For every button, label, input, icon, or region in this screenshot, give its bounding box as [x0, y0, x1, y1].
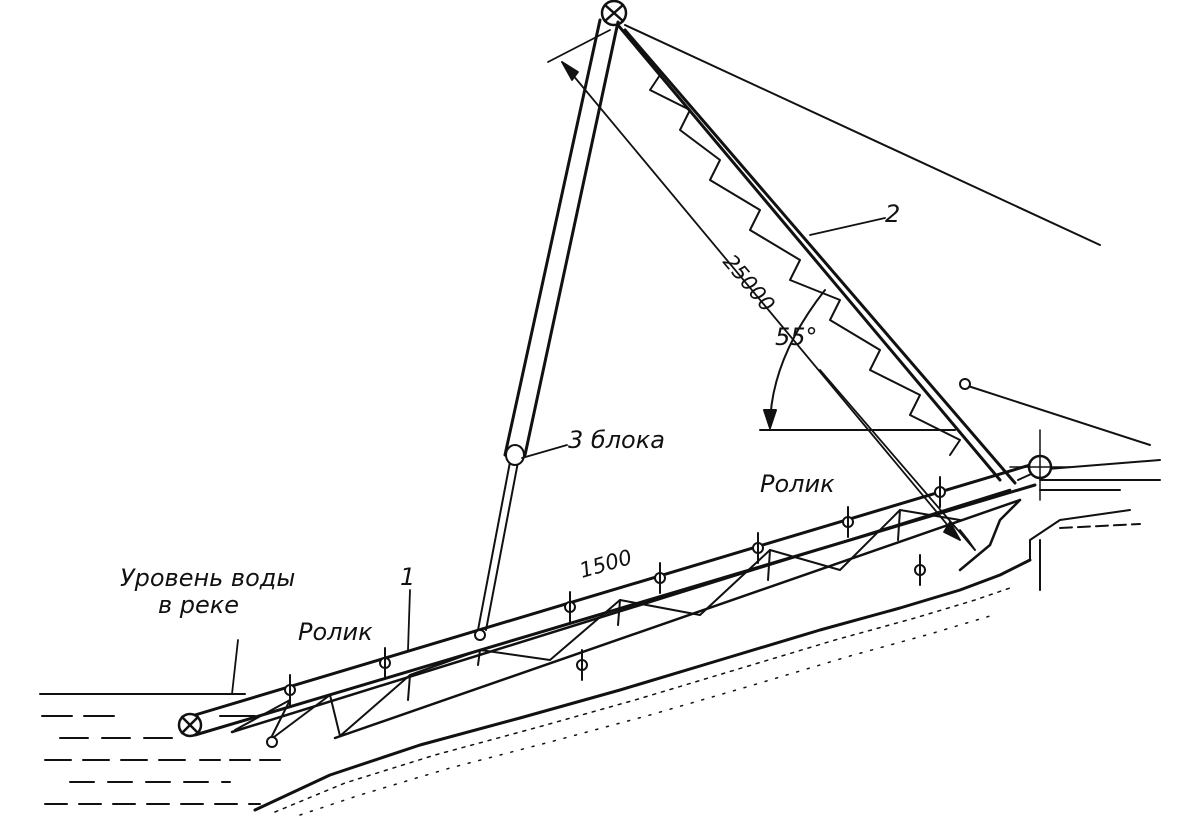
- label-dimension-1500: 1500: [577, 545, 635, 583]
- river-bank: [253, 509, 1141, 816]
- conveyor-truss: [183, 459, 1161, 741]
- boom-truss: [610, 16, 1151, 485]
- label-part-2: 2: [885, 200, 900, 228]
- label-dimension-25000: 25000: [718, 250, 779, 317]
- river-water: [39, 693, 291, 805]
- label-part-1: 1: [400, 563, 415, 591]
- pivot-wheels: [177, 429, 1071, 738]
- label-water-level: Уровень воды: [120, 564, 295, 592]
- angle-marker: [759, 289, 956, 431]
- label-blocks: 3 блока: [568, 426, 665, 454]
- label-water-level-line2: в реке: [158, 591, 239, 619]
- label-angle-55: 55°: [775, 323, 818, 351]
- top-pulley: [600, 0, 628, 27]
- leader-lines: [231, 217, 886, 695]
- lifting-stay: [477, 18, 620, 631]
- label-roller-right: Ролик: [760, 470, 835, 498]
- boom-length-dimension: [547, 29, 976, 551]
- label-roller-left: Ролик: [298, 618, 373, 646]
- rollers: [266, 476, 946, 748]
